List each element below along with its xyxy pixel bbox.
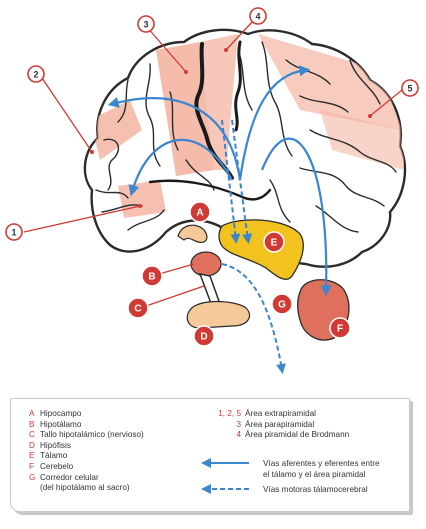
precentral-sulcus bbox=[234, 40, 242, 132]
structure-marker-d: D bbox=[193, 325, 215, 347]
hippocampus bbox=[177, 224, 208, 243]
structure-marker-a-label: A bbox=[196, 208, 203, 219]
lateral-fissure bbox=[148, 179, 272, 201]
area-marker-3-label: 3 bbox=[143, 20, 148, 30]
structure-marker-g: G bbox=[271, 293, 293, 315]
structure-marker-f-label: F bbox=[337, 324, 343, 335]
afferent-efferent-pathways bbox=[107, 65, 332, 297]
area-marker-1: 1 bbox=[5, 223, 23, 241]
area-marker-4: 4 bbox=[249, 7, 267, 25]
area-3-region bbox=[156, 42, 214, 176]
legend-motor-label: Vías motoras tálamocerebral bbox=[263, 485, 368, 494]
structure-marker-a: A bbox=[189, 201, 211, 223]
legend-motor: Vías motoras tálamocerebral bbox=[263, 485, 368, 496]
structure-marker-b-label: B bbox=[148, 272, 155, 283]
area-pointers bbox=[23, 19, 403, 307]
hypophysis bbox=[186, 300, 251, 329]
area-2-region bbox=[90, 100, 142, 160]
structure-marker-b: B bbox=[141, 265, 163, 287]
structure-marker-e: E bbox=[263, 231, 285, 253]
hypothalamus bbox=[190, 251, 222, 277]
thalamocerebral-motor-pathways bbox=[221, 119, 286, 374]
structure-markers: A B C D E F G bbox=[127, 201, 351, 347]
legend-afferent-line1: Vías aferentes y eferentes entre bbox=[263, 459, 380, 468]
structure-marker-g-label: G bbox=[278, 300, 286, 311]
structure-marker-c-label: C bbox=[134, 304, 141, 315]
structure-marker-d-label: D bbox=[200, 332, 207, 343]
structure-marker-c: C bbox=[127, 297, 149, 319]
area-marker-5-label: 5 bbox=[407, 84, 412, 94]
area-marker-2: 2 bbox=[27, 65, 45, 83]
pointer-heads bbox=[90, 48, 372, 208]
legend-afferent: Vías aferentes y eferentes entre el tála… bbox=[263, 459, 380, 480]
area-markers: 1 2 3 4 5 bbox=[5, 7, 419, 241]
thalamus bbox=[218, 219, 304, 280]
area-marker-4-label: 4 bbox=[255, 12, 260, 22]
legend-path-symbols bbox=[201, 458, 249, 494]
legend-item-g-cont: (del hipotálamo al sacro) bbox=[40, 483, 130, 493]
area-5-region bbox=[258, 34, 402, 130]
area-5b-region bbox=[320, 110, 404, 170]
area-4-region bbox=[200, 34, 238, 170]
area-1-region bbox=[118, 180, 166, 218]
area-marker-2-label: 2 bbox=[33, 70, 38, 80]
area-marker-1-label: 1 bbox=[11, 228, 16, 238]
legend-afferent-line2: el tálamo y el área piramidal bbox=[263, 469, 366, 479]
structure-marker-f: F bbox=[329, 317, 351, 339]
area-marker-5: 5 bbox=[401, 79, 419, 97]
structure-marker-e-label: E bbox=[271, 238, 278, 249]
area-marker-3: 3 bbox=[137, 15, 155, 33]
